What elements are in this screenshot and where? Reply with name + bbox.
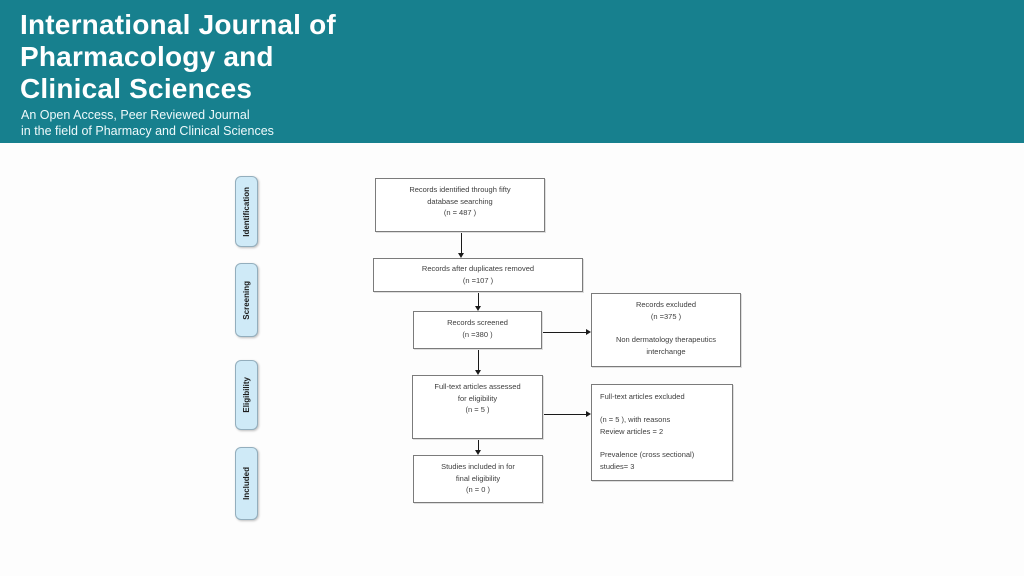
journal-subtitle: An Open Access, Peer Reviewed Journal in… xyxy=(21,108,274,138)
arrow-screened-to-fulltext xyxy=(475,350,481,375)
arrow-fulltext-to-included xyxy=(475,440,481,455)
box-records-screened: Records screened (n =380 ) xyxy=(413,311,542,349)
arrow-screened-to-records-excluded xyxy=(543,329,591,335)
stage-label-screening: Screening xyxy=(235,263,258,337)
stage-label-screening-text: Screening xyxy=(242,280,251,320)
stage-label-identification: Identification xyxy=(235,176,258,247)
stage-label-eligibility: Eligibility xyxy=(235,360,258,430)
arrow-duplicates-to-screened xyxy=(475,293,481,311)
stage-label-identification-text: Identification xyxy=(242,186,251,237)
box-fulltext-assessed: Full-text articles assessed for eligibil… xyxy=(412,375,543,439)
journal-header: International Journal of Pharmacology an… xyxy=(0,0,1024,143)
box-fulltext-excluded: Full-text articles excluded (n = 5 ), wi… xyxy=(591,384,733,481)
box-duplicates-removed: Records after duplicates removed (n =107… xyxy=(373,258,583,292)
stage-label-eligibility-text: Eligibility xyxy=(242,377,251,413)
box-records-excluded: Records excluded (n =375 ) Non dermatolo… xyxy=(591,293,741,367)
stage-label-included-text: Included xyxy=(242,467,251,500)
box-studies-included: Studies included in for final eligibilit… xyxy=(413,455,543,503)
stage-label-included: Included xyxy=(235,447,258,520)
journal-title: International Journal of Pharmacology an… xyxy=(20,9,336,104)
box-records-identified: Records identified through fifty databas… xyxy=(375,178,545,232)
arrow-identified-to-duplicates xyxy=(458,233,464,258)
arrow-fulltext-to-fulltext-excluded xyxy=(544,411,591,417)
